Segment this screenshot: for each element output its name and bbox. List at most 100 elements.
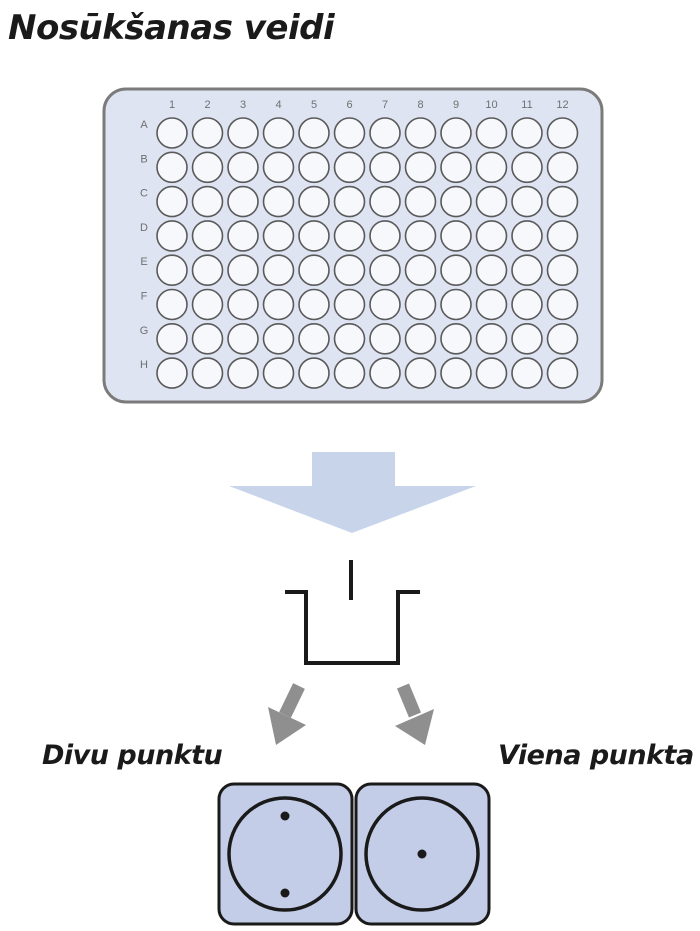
column-label: 8 [417, 99, 423, 111]
well [404, 357, 437, 389]
well [333, 288, 366, 321]
plate-wells [156, 117, 579, 389]
well [298, 220, 330, 252]
well [156, 117, 188, 149]
well [546, 185, 579, 218]
well [227, 288, 259, 321]
well [440, 220, 472, 252]
well [511, 151, 543, 184]
well [369, 254, 401, 287]
well-cross-section [285, 560, 420, 665]
well [440, 322, 472, 355]
well [369, 288, 401, 321]
well [262, 185, 295, 218]
well [475, 220, 508, 252]
well [475, 288, 508, 321]
column-label: 7 [382, 99, 388, 111]
aspiration-point-bottom [280, 888, 290, 898]
well [440, 357, 472, 389]
well [262, 322, 295, 355]
aspiration-point-top [280, 811, 290, 821]
well [333, 185, 366, 218]
well [298, 151, 330, 184]
row-label: E [140, 256, 147, 268]
well [298, 254, 330, 287]
well [546, 288, 579, 321]
row-label: F [141, 291, 148, 303]
well [369, 117, 401, 149]
well [262, 220, 295, 252]
well [511, 254, 543, 287]
well [156, 322, 188, 355]
row-label: H [140, 359, 148, 371]
well [475, 357, 508, 389]
well [369, 220, 401, 252]
well [227, 322, 259, 355]
well [546, 220, 579, 252]
two-point-cell [217, 782, 354, 926]
big-down-arrow-icon [229, 452, 476, 533]
well [369, 185, 401, 218]
well [191, 254, 224, 287]
well [333, 254, 366, 287]
well [262, 117, 295, 149]
well [440, 151, 472, 184]
well [262, 357, 295, 389]
well [404, 288, 437, 321]
well [404, 185, 437, 218]
column-label: 12 [556, 99, 568, 111]
well [475, 185, 508, 218]
column-label: 4 [275, 99, 281, 111]
well [298, 288, 330, 321]
well [440, 254, 472, 287]
well [227, 117, 259, 149]
well [404, 322, 437, 355]
well [440, 185, 472, 218]
row-label: G [140, 325, 149, 337]
well [333, 151, 366, 184]
two-point-well-outline [227, 796, 343, 912]
well [546, 151, 579, 184]
well [546, 357, 579, 389]
column-label: 6 [346, 99, 352, 111]
well [191, 220, 224, 252]
well [333, 220, 366, 252]
column-label: 3 [240, 99, 246, 111]
well [511, 220, 543, 252]
well [156, 357, 188, 389]
well [156, 254, 188, 287]
well [440, 117, 472, 149]
two-point-label: Divu punktu [42, 740, 223, 771]
well [156, 151, 188, 184]
well [546, 322, 579, 355]
well-profile [285, 590, 420, 665]
well [404, 117, 437, 149]
left-down-arrow-icon [268, 683, 306, 745]
row-label: D [140, 222, 148, 234]
well [227, 220, 259, 252]
well [511, 185, 543, 218]
one-point-label: Viena punkta [498, 740, 694, 771]
well [262, 151, 295, 184]
row-label: C [140, 188, 148, 200]
well [511, 357, 543, 389]
well [546, 117, 579, 149]
well [333, 117, 366, 149]
row-label: B [140, 153, 147, 165]
well [191, 185, 224, 218]
well [475, 117, 508, 149]
well [298, 185, 330, 218]
well [191, 288, 224, 321]
well [156, 220, 188, 252]
well [298, 322, 330, 355]
column-label: 9 [453, 99, 459, 111]
well [191, 322, 224, 355]
well [511, 322, 543, 355]
well [440, 288, 472, 321]
column-label: 1 [169, 99, 175, 111]
well [191, 117, 224, 149]
well [191, 151, 224, 184]
